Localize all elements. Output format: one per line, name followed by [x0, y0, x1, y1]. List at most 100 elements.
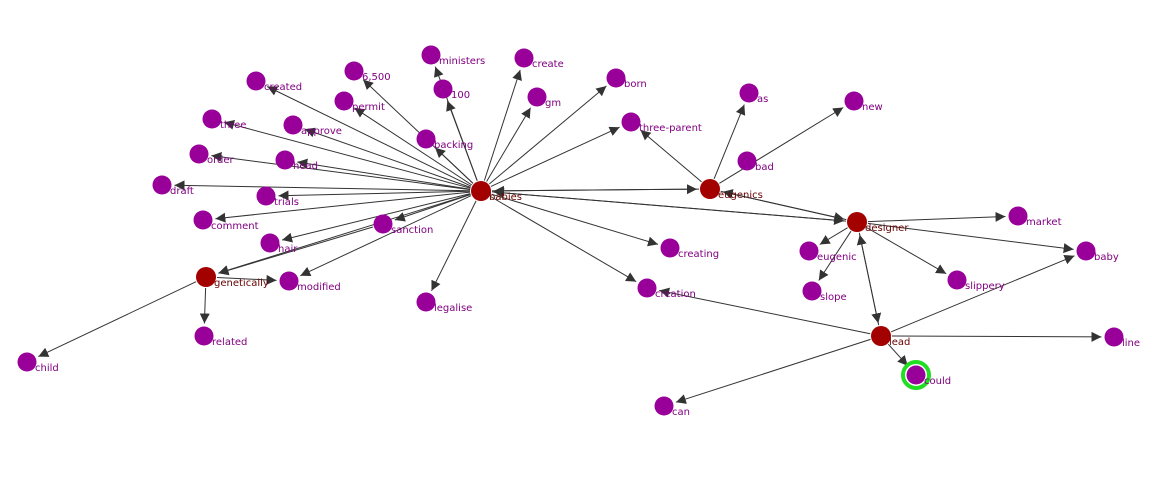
node-three[interactable]: three [202, 109, 247, 132]
edge-babies-to-head [297, 158, 471, 190]
edge-babies-to-hair [281, 193, 471, 243]
node-circle[interactable] [1008, 206, 1028, 226]
edge-babies-to-draft [174, 180, 471, 192]
node-label: born [624, 79, 647, 90]
node-trials[interactable]: trials [256, 186, 299, 209]
node-backing[interactable]: backing [416, 129, 474, 152]
node-circle[interactable] [275, 150, 295, 170]
edge-designer-to-eugenic [819, 227, 848, 245]
edge-babies-to-genetically [218, 193, 471, 275]
node-circle[interactable] [1104, 327, 1124, 347]
node-line[interactable]: line [1104, 327, 1141, 350]
node-babies[interactable]: babies [471, 181, 522, 203]
node-genetically[interactable]: genetically [196, 267, 269, 289]
node-circle[interactable] [802, 281, 822, 301]
node-circle[interactable] [799, 241, 819, 261]
edge-babies-to-created [266, 86, 472, 187]
node-circle[interactable] [906, 365, 926, 385]
node-designer[interactable]: designer [847, 212, 909, 234]
node-circle[interactable] [344, 61, 364, 81]
node-circle[interactable] [416, 292, 436, 312]
node-ministers[interactable]: ministers [421, 45, 486, 68]
node-circle[interactable] [527, 87, 547, 107]
node-circle[interactable] [1076, 241, 1096, 261]
node-circle[interactable] [256, 186, 276, 206]
node-n100[interactable]: 100 [433, 79, 471, 102]
node-circle[interactable] [947, 270, 967, 290]
node-circle[interactable] [334, 91, 354, 111]
node-circle[interactable] [279, 271, 299, 291]
node-circle[interactable] [283, 115, 303, 135]
node-circle[interactable] [621, 112, 641, 132]
node-slope[interactable]: slope [802, 281, 847, 304]
node-create[interactable]: create [514, 48, 564, 71]
edge-babies-to-modified [300, 195, 472, 277]
node-circle[interactable] [189, 144, 209, 164]
node-circle[interactable] [194, 326, 214, 346]
node-lead[interactable]: lead [871, 326, 910, 348]
node-as[interactable]: as [739, 83, 769, 106]
node-circle[interactable] [660, 238, 680, 258]
node-label: 100 [451, 90, 470, 101]
node-gm[interactable]: gm [527, 87, 562, 110]
node-circle[interactable] [17, 352, 37, 372]
node-circle[interactable] [373, 214, 393, 234]
node-eugenics[interactable]: eugenics [700, 179, 763, 201]
node-label: sanction [391, 225, 433, 236]
node-can[interactable]: can [654, 396, 690, 419]
node-circle[interactable] [844, 91, 864, 111]
node-new[interactable]: new [844, 91, 883, 114]
node-circle[interactable] [152, 175, 172, 195]
node-hair[interactable]: hair [260, 233, 299, 256]
node-circle[interactable] [514, 48, 534, 68]
node-slippery[interactable]: slippery [947, 270, 1005, 293]
node-circle[interactable] [471, 181, 491, 201]
node-label: three [220, 120, 246, 131]
node-circle[interactable] [433, 79, 453, 99]
node-circle[interactable] [871, 326, 891, 346]
edge-lead-to-creation [659, 287, 871, 335]
node-threeparent[interactable]: three-parent [621, 112, 702, 135]
node-label: child [35, 363, 59, 374]
node-baby[interactable]: baby [1076, 241, 1119, 264]
node-circle[interactable] [847, 212, 867, 232]
node-market[interactable]: market [1008, 206, 1062, 229]
node-born[interactable]: born [606, 68, 647, 91]
node-label: baby [1094, 252, 1119, 263]
node-label: market [1026, 217, 1062, 228]
node-circle[interactable] [654, 396, 674, 416]
node-n6500[interactable]: 6,500 [344, 61, 391, 84]
node-circle[interactable] [737, 151, 757, 171]
node-comment[interactable]: comment [193, 210, 259, 233]
node-modified[interactable]: modified [279, 271, 341, 294]
node-eugenic[interactable]: eugenic [799, 241, 857, 264]
node-circle[interactable] [700, 179, 720, 199]
node-approve[interactable]: approve [283, 115, 342, 138]
node-bad[interactable]: bad [737, 151, 774, 174]
node-circle[interactable] [421, 45, 441, 65]
node-child[interactable]: child [17, 352, 59, 375]
node-circle[interactable] [202, 109, 222, 129]
node-legalise[interactable]: legalise [416, 292, 473, 315]
node-creating[interactable]: creating [660, 238, 720, 261]
node-circle[interactable] [637, 278, 657, 298]
node-sanction[interactable]: sanction [373, 214, 434, 237]
edge-lead-to-designer [856, 234, 880, 326]
node-order[interactable]: order [189, 144, 235, 167]
node-related[interactable]: related [194, 326, 248, 349]
node-circle[interactable] [196, 267, 216, 287]
node-label: three-parent [639, 123, 702, 134]
node-label: backing [434, 140, 473, 151]
node-circle[interactable] [246, 71, 266, 91]
node-circle[interactable] [606, 68, 626, 88]
node-creation[interactable]: creation [637, 278, 696, 301]
node-draft[interactable]: draft [152, 175, 194, 198]
node-circle[interactable] [193, 210, 213, 230]
node-circle[interactable] [739, 83, 759, 103]
node-circle[interactable] [416, 129, 436, 149]
node-permit[interactable]: permit [334, 91, 385, 114]
node-circle[interactable] [260, 233, 280, 253]
node-head[interactable]: head [275, 150, 318, 173]
node-could[interactable]: could [901, 360, 951, 390]
node-created[interactable]: created [246, 71, 303, 94]
